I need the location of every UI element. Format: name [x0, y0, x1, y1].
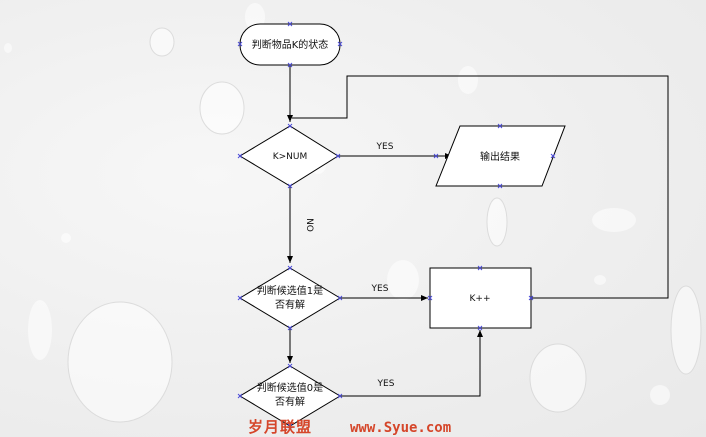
connection-point-marker	[528, 295, 534, 301]
edge-loop-back	[292, 75, 669, 299]
connection-point-marker	[287, 183, 293, 189]
connection-point-marker	[237, 295, 243, 301]
connection-point-marker	[237, 393, 243, 399]
decision2-diamond	[239, 267, 341, 329]
connection-point-marker	[287, 363, 293, 369]
edge-label-d1-yes: YES	[376, 142, 394, 152]
output-label: 输出结果	[480, 150, 520, 163]
connection-point-marker	[550, 153, 556, 159]
edge-label-d2-yes: YES	[371, 284, 389, 294]
watermark-cn: 岁月联盟	[248, 418, 312, 436]
connection-point-marker	[427, 295, 433, 301]
connection-point-marker	[337, 393, 343, 399]
background-water-drops	[4, 3, 702, 423]
connection-point-markers	[237, 21, 556, 429]
decision3-label-line1: 判断候选值0是	[257, 381, 323, 394]
connection-point-marker	[477, 265, 483, 271]
connection-point-marker	[335, 153, 341, 159]
connection-point-marker	[287, 21, 293, 27]
connection-point-marker	[337, 295, 343, 301]
connection-point-marker	[237, 41, 243, 47]
connection-point-marker	[287, 423, 293, 429]
output-parallelogram	[435, 125, 566, 187]
connection-point-marker	[477, 325, 483, 331]
decision3-label-line2: 否有解	[275, 395, 305, 408]
connection-point-marker	[287, 325, 293, 331]
watermark-url: www.Syue.com	[350, 420, 451, 436]
connection-point-marker	[287, 62, 293, 68]
decision1-label: K>NUM	[273, 152, 308, 162]
decision2-label-line2: 否有解	[275, 298, 305, 311]
connection-point-marker	[287, 265, 293, 271]
edge-decision3-yes	[340, 330, 483, 397]
connection-point-marker	[433, 153, 439, 159]
decision2-label-line1: 判断候选值1是	[257, 284, 323, 297]
connection-point-marker	[237, 153, 243, 159]
decision3-diamond	[239, 365, 341, 427]
start-label: 判断物品K的状态	[252, 38, 329, 51]
process-label: K++	[470, 294, 491, 304]
connection-point-marker	[497, 123, 503, 129]
connection-point-marker	[287, 123, 293, 129]
edge-label-d1-no: NO	[304, 218, 314, 232]
connection-point-marker	[497, 183, 503, 189]
connection-point-marker	[337, 41, 343, 47]
edge-label-d3-yes: YES	[377, 379, 395, 389]
